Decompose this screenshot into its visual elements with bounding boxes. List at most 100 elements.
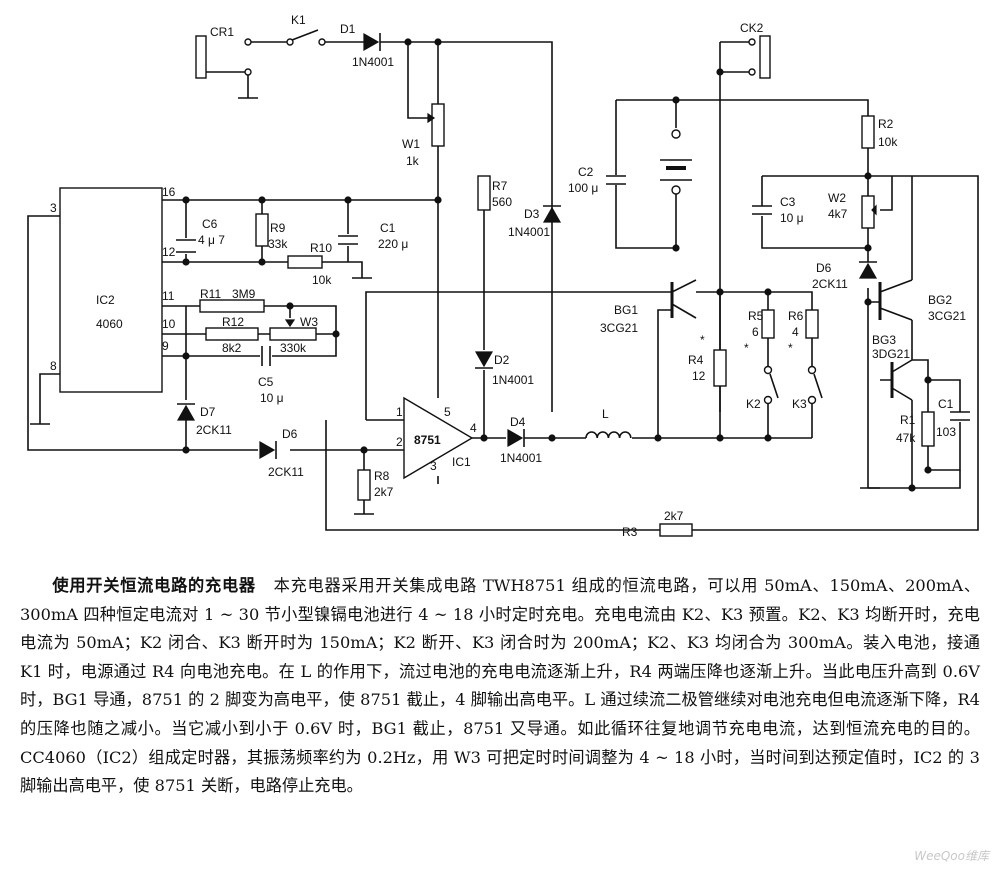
w2-potentiometer: [861, 195, 877, 229]
label-r5: R5: [748, 309, 764, 323]
label-r6: R6: [788, 309, 804, 323]
label-d7: D7: [200, 405, 216, 419]
label-ic1-pin5: 5: [444, 405, 451, 419]
label-c3: C3: [780, 195, 796, 209]
label-pin10: 10: [162, 317, 176, 331]
label-c5-value: 10 μ: [260, 391, 284, 405]
description: 使用开关恒流电路的充电器 本充电器采用开关集成电路 TWH8751 组成的恒流电…: [20, 572, 980, 801]
d6-diode: [259, 440, 277, 460]
label-r8: R8: [374, 469, 390, 483]
label-d4: D4: [510, 415, 526, 429]
ic2-chip: [59, 187, 163, 393]
d2-diode: [474, 351, 494, 369]
label-ck2: CK2: [740, 21, 764, 35]
label-ic1: IC1: [452, 455, 471, 469]
label-c2: C2: [578, 165, 594, 179]
r12-resistor: [205, 327, 259, 341]
label-r5-value: 6: [752, 325, 759, 339]
label-r4-value: 12: [692, 369, 706, 383]
d7-diode: [176, 403, 196, 421]
label-ic1-pin1: 1: [396, 405, 403, 419]
label-d1-part: 1N4001: [352, 55, 394, 69]
label-w3-value: 330k: [280, 341, 307, 355]
r2-resistor: [861, 115, 875, 149]
label-r10: R10: [310, 241, 332, 255]
label-r3: R3: [622, 525, 638, 539]
r11-resistor: [199, 299, 265, 313]
label-d2-part: 1N4001: [492, 373, 534, 387]
label-r11: R11: [200, 287, 221, 301]
junctions: [182, 38, 932, 492]
label-w1: W1: [402, 137, 420, 151]
label-r12-value: 8k2: [222, 341, 242, 355]
label-ic1-pin2: 2: [396, 435, 403, 449]
description-title: 使用开关恒流电路的充电器: [52, 576, 256, 595]
label-bg3-part: 3DG21: [872, 347, 910, 361]
label-c6: C6: [202, 217, 218, 231]
label-k3: K3: [792, 397, 807, 411]
label-d3-part: 1N4001: [508, 225, 550, 239]
label-r1-value: 47k: [896, 431, 916, 445]
label-bg3: BG3: [872, 333, 896, 347]
label-r7-value: 560: [492, 195, 512, 209]
label-k2: K2: [746, 397, 761, 411]
label-c5: C5: [258, 375, 274, 389]
wires: [27, 41, 979, 531]
label-r9-value: 33k: [268, 237, 288, 251]
label-pin12: 12: [162, 245, 176, 259]
label-d6: D6: [282, 427, 298, 441]
label-d2: D2: [494, 353, 510, 367]
label-r11-value: 3M9: [232, 287, 256, 301]
label-c1-right: C1: [938, 397, 954, 411]
bg1-transistor: [670, 279, 697, 319]
label-r7: R7: [492, 179, 508, 193]
c5-capacitor: [261, 346, 271, 366]
battery: [660, 129, 692, 195]
r7-resistor: [477, 175, 491, 211]
w3-potentiometer: [269, 319, 317, 341]
label-star-r6: *: [788, 341, 793, 355]
r3-resistor: [659, 523, 693, 537]
c3-capacitor: [752, 205, 772, 216]
circuit-schematic: CR1 K1 D1 1N4001 CK2 W1 1k R2 10k R7 560…: [27, 13, 979, 539]
bg2-transistor: [878, 176, 913, 321]
label-d6-right-part: 2CK11: [812, 277, 848, 291]
label-r3-value: 2k7: [664, 509, 684, 523]
label-c6-value: 4 μ 7: [198, 233, 225, 247]
r9-resistor: [255, 213, 269, 247]
label-ic1-pin3: 3: [430, 459, 437, 473]
r1-resistor: [921, 411, 935, 447]
label-d1: D1: [340, 22, 356, 36]
label-k1: K1: [291, 13, 306, 27]
l-inductor: [585, 431, 632, 439]
label-star-r4: *: [700, 333, 705, 347]
label-d3: D3: [524, 207, 540, 221]
label-c1-right-value: 103: [936, 425, 956, 439]
d6-right-diode: [858, 261, 878, 279]
component-labels: CR1 K1 D1 1N4001 CK2 W1 1k R2 10k R7 560…: [50, 13, 966, 539]
k3-switch: [807, 365, 823, 405]
label-pin8: 8: [50, 359, 57, 373]
r5-resistor: [761, 309, 775, 339]
label-bg2-part: 3CG21: [928, 309, 966, 323]
label-c1: C1: [380, 221, 396, 235]
label-d7-part: 2CK11: [196, 423, 232, 437]
d1-diode: [363, 32, 381, 52]
label-r10-value: 10k: [312, 273, 332, 287]
label-pin9: 9: [162, 339, 169, 353]
label-d6-right: D6: [816, 261, 832, 275]
label-l: L: [602, 407, 609, 421]
label-w2: W2: [828, 191, 846, 205]
label-r2: R2: [878, 117, 894, 131]
k1-switch: [286, 29, 326, 46]
label-r12: R12: [222, 315, 244, 329]
label-bg2: BG2: [928, 293, 952, 307]
c1-capacitor: [338, 234, 358, 246]
c2-capacitor: [606, 175, 626, 185]
bg3-transistor: [890, 359, 913, 488]
ck2-jack: [748, 35, 771, 79]
label-w2-value: 4k7: [828, 207, 848, 221]
label-bg1-part: 3CG21: [600, 321, 638, 335]
d4-diode: [507, 428, 525, 448]
label-d4-part: 1N4001: [500, 451, 542, 465]
